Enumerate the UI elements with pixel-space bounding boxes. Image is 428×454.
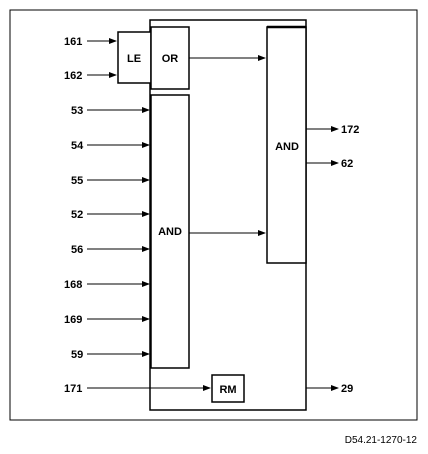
output-label-middle: 62	[341, 158, 353, 170]
output-label-top: 172	[341, 124, 359, 136]
output-label-bottom: 29	[341, 383, 353, 395]
input-label-le-bottom: 162	[64, 70, 82, 82]
input-label-le-top: 161	[64, 36, 82, 48]
input-label-and-7: 169	[64, 314, 82, 326]
or-block	[150, 26, 190, 90]
input-label-and-6: 168	[64, 279, 82, 291]
and-output-block	[266, 26, 307, 264]
reference-code: D54.21-1270-12	[345, 435, 418, 446]
and-inputs-block	[150, 94, 190, 369]
and-output-block-label: AND	[275, 141, 299, 153]
input-label-rm: 171	[64, 383, 82, 395]
input-label-and-8: 59	[71, 349, 83, 361]
le-block-label: LE	[127, 53, 141, 65]
or-block-label: OR	[162, 53, 179, 65]
input-label-and-3: 55	[71, 175, 83, 187]
input-label-and-1: 53	[71, 105, 83, 117]
rm-block	[211, 374, 245, 403]
input-label-and-5: 56	[71, 244, 83, 256]
rm-block-label: RM	[219, 384, 236, 396]
and-inputs-block-label: AND	[158, 226, 182, 238]
outer-frame	[9, 9, 418, 421]
input-label-and-4: 52	[71, 209, 83, 221]
input-label-and-2: 54	[71, 140, 84, 152]
